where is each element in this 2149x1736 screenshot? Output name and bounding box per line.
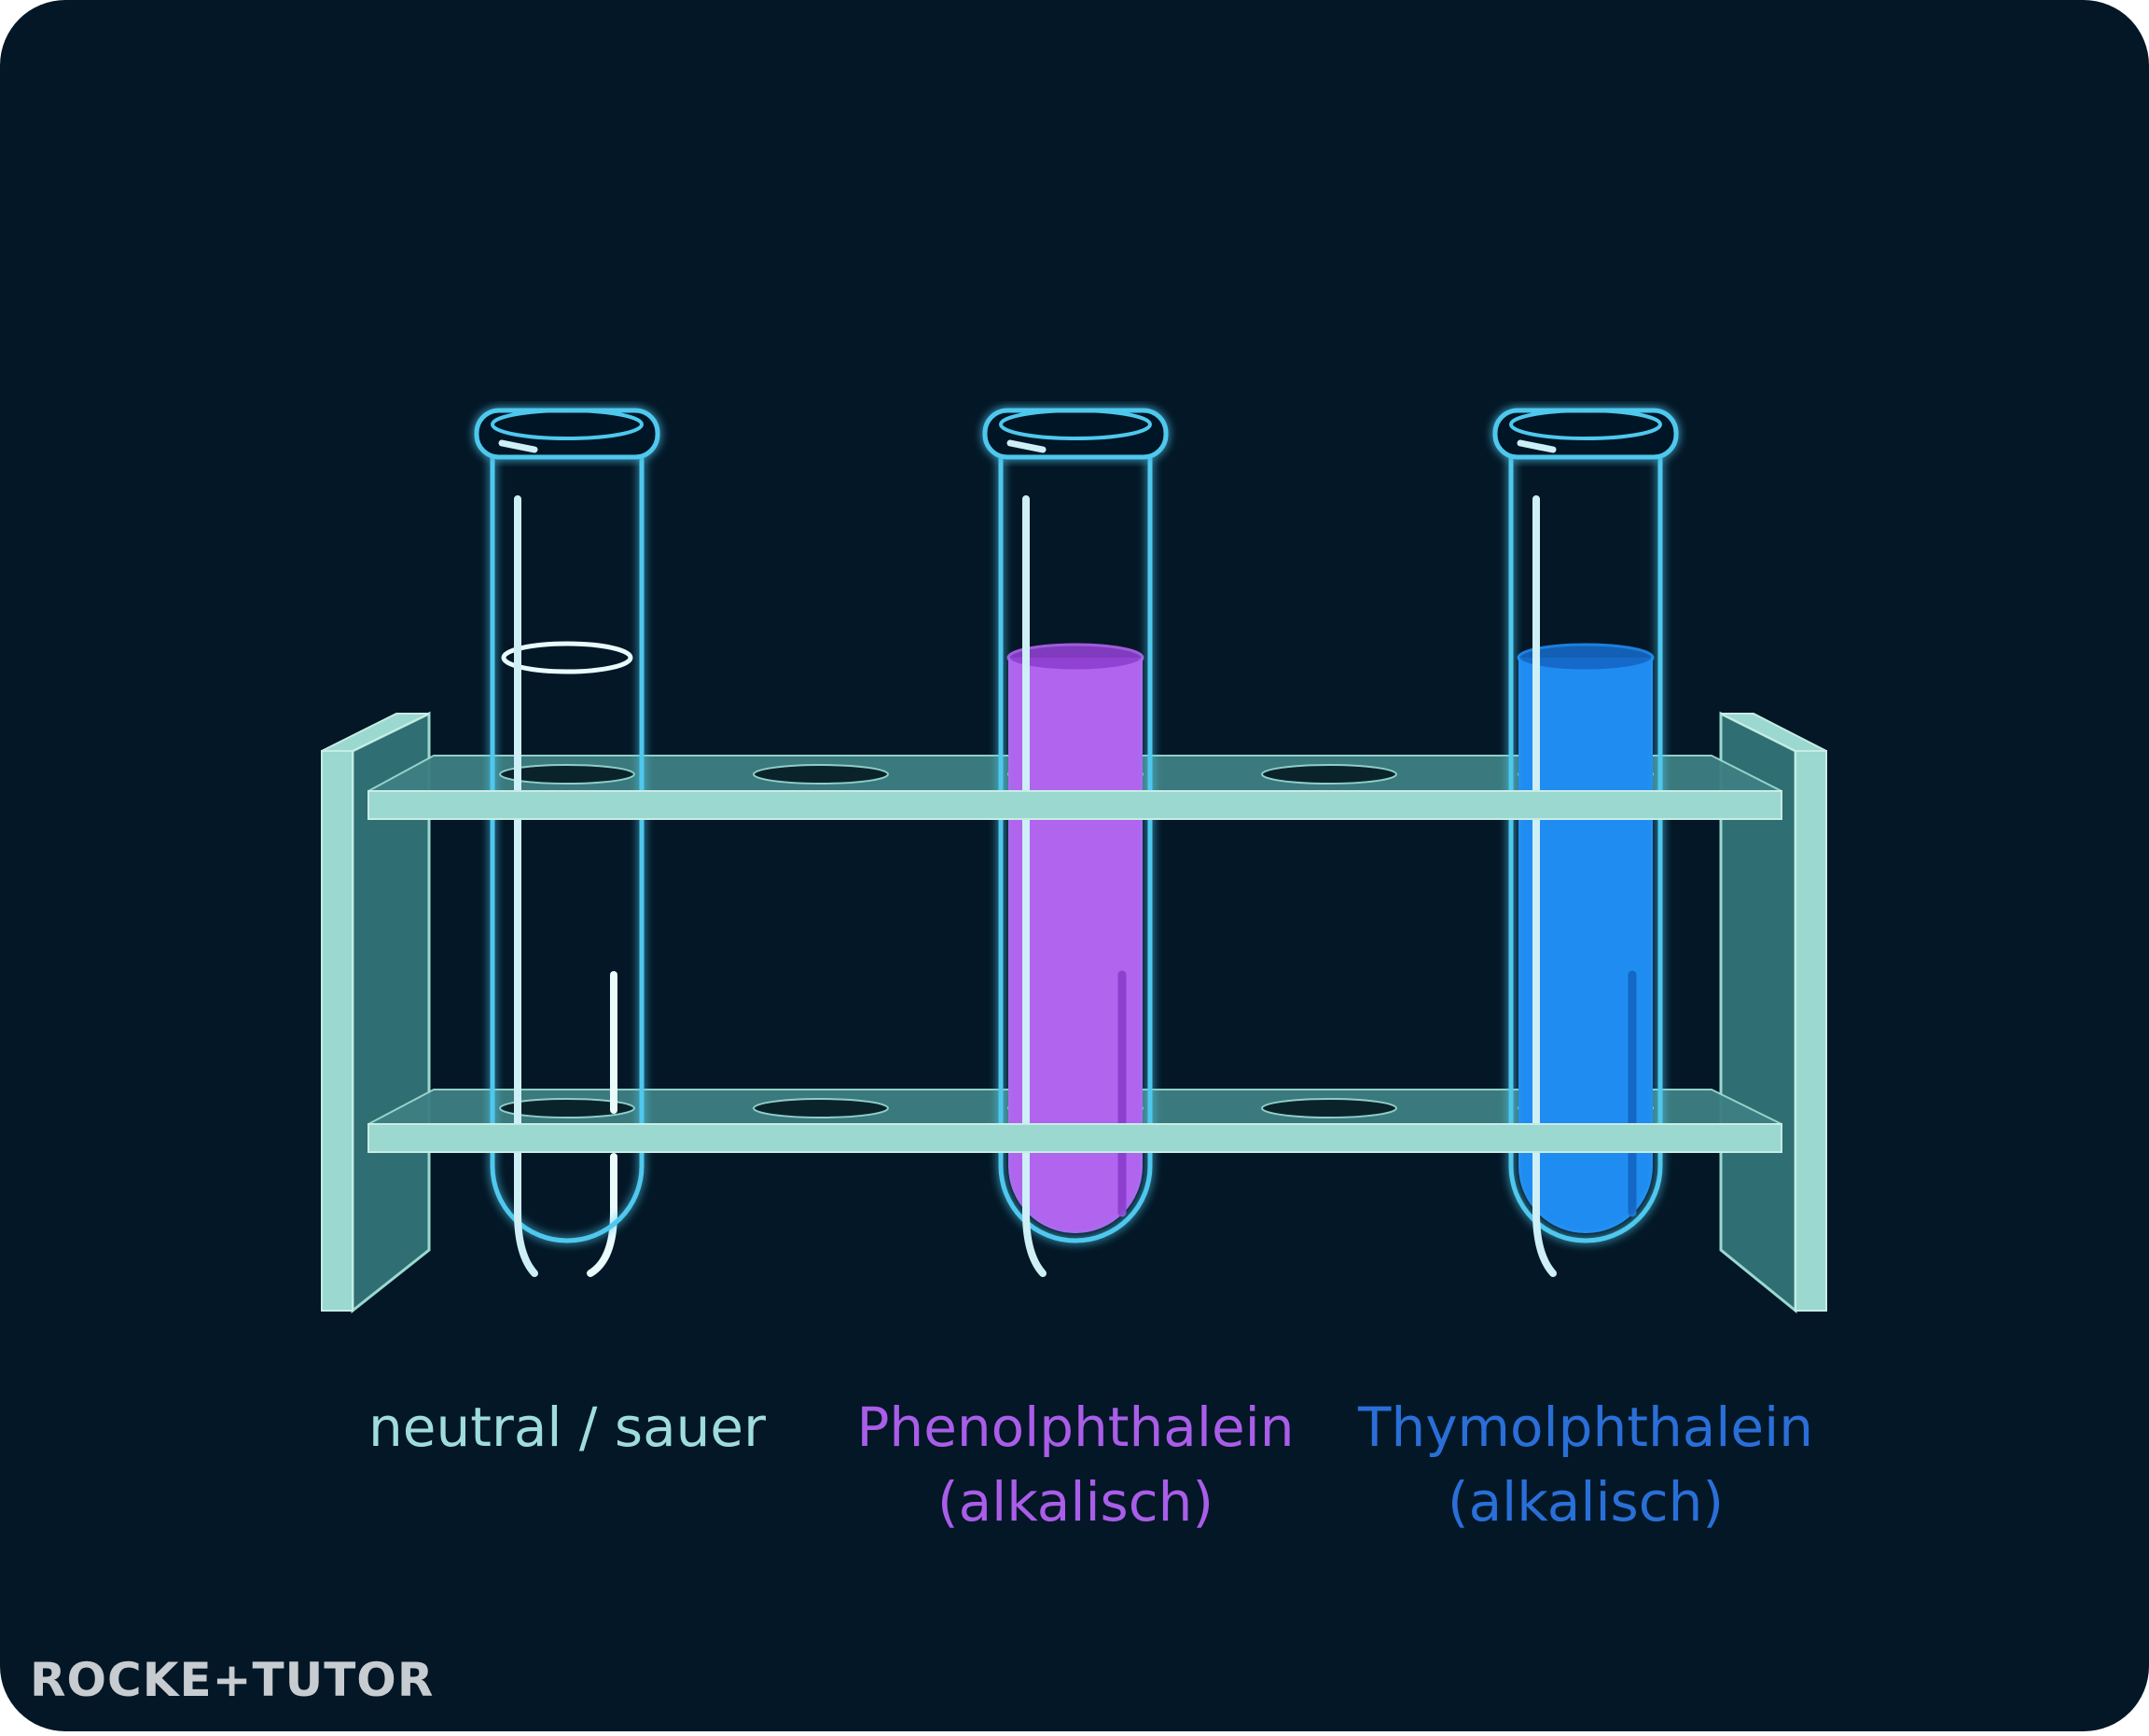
rack-hole bbox=[1261, 1098, 1397, 1118]
tube-rim-opening bbox=[491, 409, 644, 440]
tube-rim-highlight bbox=[1006, 439, 1047, 453]
rack-right-panel-front bbox=[1795, 750, 1827, 1312]
tube-glass-outline bbox=[1508, 457, 1663, 1243]
rack-shelf-bottom-front bbox=[367, 1123, 1782, 1153]
tube-label-line: (alkalisch) bbox=[1448, 1470, 1724, 1534]
tube-rim-opening bbox=[1509, 409, 1662, 440]
rack-left-panel-front bbox=[321, 750, 354, 1312]
rack-right-panel-top bbox=[1720, 713, 1827, 752]
rack-hole bbox=[753, 764, 889, 785]
tube-label-line: neutral / sauer bbox=[368, 1396, 766, 1459]
rack-left-panel-top bbox=[321, 713, 430, 752]
tube-liquid-surface bbox=[1006, 643, 1144, 673]
tube-glass-outline bbox=[490, 457, 645, 1243]
tube-label-line: (alkalisch) bbox=[937, 1470, 1213, 1534]
tube-glass-outline bbox=[998, 457, 1153, 1243]
rocket-tutor-logo: ROCKE+TUTOR bbox=[30, 1653, 434, 1707]
tube-highlight bbox=[1022, 495, 1047, 1277]
tube-highlight bbox=[514, 495, 538, 1277]
rack-hole bbox=[499, 764, 635, 785]
rack-hole bbox=[499, 1098, 635, 1118]
tube-liquid-surface bbox=[501, 641, 633, 674]
tube-rim-opening bbox=[999, 409, 1152, 440]
tube-label-line: Phenolphthalein bbox=[856, 1396, 1294, 1459]
tube-label-line: Thymolphthalein bbox=[1357, 1396, 1813, 1459]
tube-liquid-surface bbox=[1517, 643, 1655, 673]
tube-highlight bbox=[1532, 495, 1557, 1277]
logo-text: ROCKE+TUTOR bbox=[30, 1653, 434, 1707]
test-tube-rack-front bbox=[321, 713, 1827, 1312]
rack-hole bbox=[1261, 764, 1397, 785]
tube-reflection-bottom bbox=[587, 1153, 617, 1277]
rack-shelf-top-front bbox=[367, 790, 1782, 820]
rack-hole bbox=[753, 1098, 889, 1118]
tube-labels: neutral / sauer Phenolphthalein (alkalisch… bbox=[368, 1396, 1813, 1534]
tube-rim-highlight bbox=[1517, 439, 1557, 453]
tube-neutral bbox=[474, 408, 660, 1277]
tube-rim-highlight bbox=[498, 439, 538, 453]
